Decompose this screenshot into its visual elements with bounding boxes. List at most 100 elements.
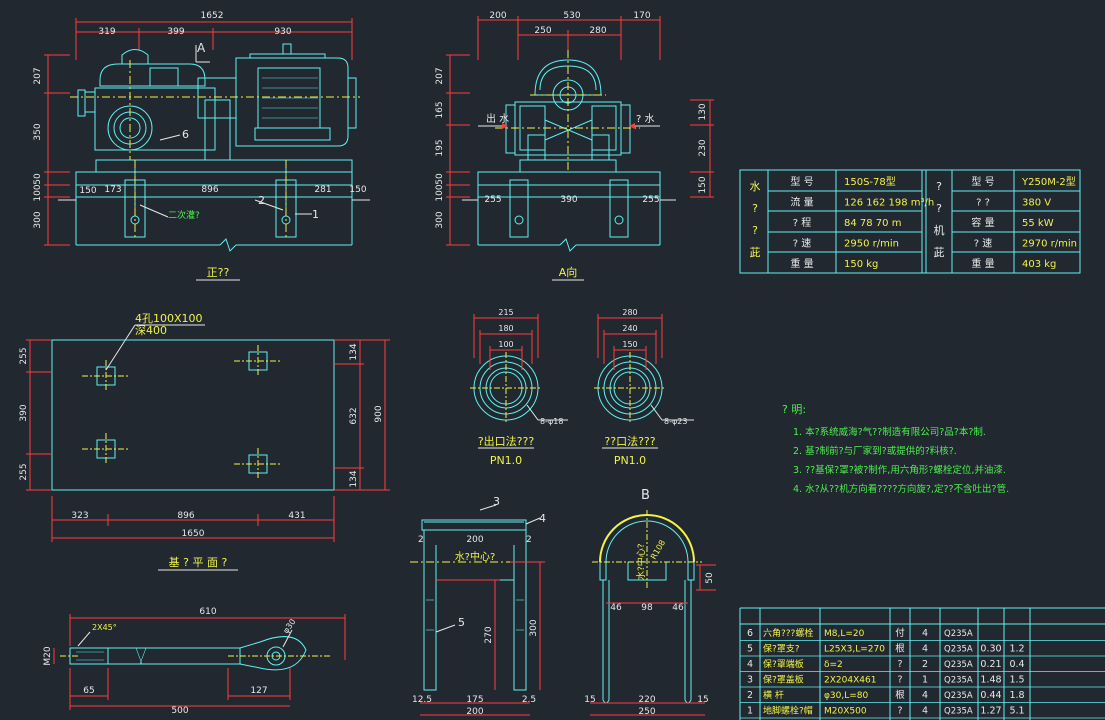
guard-callout-4: 4 [539, 512, 546, 525]
pump-spec-value: 150 kg [844, 259, 878, 270]
section-dim-46l: 46 [610, 603, 622, 613]
motor-spec-label: ? 速 [974, 238, 993, 250]
pump-spec-label: 型 号 [790, 175, 813, 188]
section-dim-250: 250 [638, 707, 655, 717]
dim-plan-bottom-1: 323 [71, 511, 88, 521]
part-spec: φ30,L=80 [824, 691, 869, 701]
inlet-flange-label: ??口法??? [604, 434, 655, 448]
bolt-dim-610: 610 [199, 607, 216, 617]
guard-callout-5: 5 [458, 616, 465, 629]
pump-spec-label: 重 量 [790, 257, 813, 270]
dim-plan-left-3: 255 [19, 463, 29, 480]
spec-table [739, 169, 1081, 274]
hole-depth: 深400 [135, 324, 167, 337]
part-unit: 根 [895, 643, 905, 655]
part-material: Q235A [944, 660, 973, 670]
dim-side-200: 200 [489, 11, 506, 21]
section-dim-15l: 15 [584, 695, 595, 705]
dim-base-3: 896 [201, 185, 218, 195]
bolt-chamfer: 2X45° [92, 623, 117, 632]
callout-1: 1 [312, 208, 319, 221]
pump-spec-label: 流 量 [790, 196, 813, 209]
note-2: 2. 基?制前?与厂家到?或提供的?料核?. [793, 445, 957, 457]
anchor-bolt-detail [53, 614, 346, 710]
part-spec: 2X204X461 [824, 676, 876, 686]
hole-note: 4孔100X100 [135, 312, 203, 325]
motor-spec-label: 型 号 [971, 175, 994, 188]
guard-dim-175: 175 [466, 695, 483, 705]
motor-spec-value: 2970 r/min [1022, 239, 1077, 250]
motor-spec-value: Y250M-2型 [1021, 175, 1076, 188]
notes-block: ? 明: 1. 本?系统威海?气??制造有限公司?品?本?制. 2. 基?制前?… [782, 403, 1009, 495]
dim-base-5: 150 [349, 185, 366, 195]
dim-front-left-1: 207 [33, 67, 43, 84]
dim-front-b: 399 [167, 27, 184, 37]
part-no: 4 [747, 659, 753, 670]
part-name: 地脚螺栓?帽 [763, 705, 813, 717]
part-qty: 4 [922, 628, 928, 639]
guard-dim-125: 12.5 [412, 695, 432, 705]
section-dim-50: 50 [705, 572, 715, 584]
part-material: Q235A [944, 707, 973, 717]
dim-outlet-2: 180 [498, 324, 513, 333]
part-spec: δ=2 [824, 660, 843, 670]
part-unit: 付 [895, 628, 905, 639]
dim-inlet-1: 280 [622, 308, 637, 317]
pump-spec-label: ? 速 [793, 238, 812, 250]
part-name: 六角???螺栓 [763, 627, 813, 639]
pump-header-char: ? [752, 224, 758, 237]
part-total-weight: 1.8 [1009, 690, 1024, 701]
pump-spec-value: 126 162 198 m³/h [844, 198, 934, 209]
pump-spec-value: 150S-78型 [844, 175, 896, 188]
grout-label: 二次灌? [168, 209, 200, 221]
dim-plan-right-3: 134 [349, 470, 359, 487]
part-unit-weight: 0.21 [980, 659, 1001, 670]
section-dim-46r: 46 [672, 603, 684, 613]
part-qty: 1 [922, 675, 928, 686]
dim-side-right-3: 150 [698, 176, 708, 193]
pump-header-char: 水 [750, 180, 761, 193]
section-radius: R108 [649, 538, 667, 561]
part-qty: 4 [922, 706, 928, 717]
section-dim-15r: 15 [697, 695, 708, 705]
inlet-label: ? 水 [636, 113, 655, 125]
dim-side-base-3: 255 [642, 195, 659, 205]
dim-plan-bottom-total: 1650 [182, 529, 205, 539]
dim-plan-right-2: 632 [349, 407, 359, 424]
inlet-flange-pn: PN1.0 [614, 454, 646, 467]
dim-front-a: 319 [98, 27, 115, 37]
guard-dim-25: 2.5 [522, 695, 536, 705]
motor-spec-label: 容 量 [971, 216, 994, 229]
section-dim-98: 98 [641, 603, 653, 613]
dim-side-left-1: 207 [435, 67, 445, 84]
note-3: 3. ??基保?罩?被?制作,用六角形?螺栓定位,并油漆. [793, 464, 1006, 476]
motor-spec-value: 55 kW [1022, 218, 1054, 229]
part-qty: 4 [922, 644, 928, 655]
motor-spec-value: 380 V [1022, 198, 1051, 209]
dim-side-base-1: 255 [484, 195, 501, 205]
section-inner-label: 水?中心? [635, 543, 647, 580]
pump-spec-value: 84 78 70 m [844, 218, 901, 229]
dim-side-250: 250 [534, 26, 551, 36]
dim-side-530: 530 [563, 11, 580, 21]
dim-front-left-5: 300 [33, 211, 43, 228]
motor-spec-label: 重 量 [971, 257, 994, 270]
part-qty: 2 [922, 659, 928, 670]
part-total-weight: 1.5 [1009, 675, 1024, 686]
flange-outlet [470, 314, 568, 449]
part-no: 5 [747, 644, 753, 655]
dim-plan-left-2: 390 [19, 404, 29, 421]
part-material: Q235A [944, 691, 973, 701]
dim-plan-bottom-3: 431 [288, 511, 305, 521]
motor-header-char: 茈 [934, 246, 945, 259]
foundation-plan [26, 324, 390, 571]
dim-inlet-3: 150 [622, 340, 637, 349]
dim-side-base-2: 390 [560, 195, 577, 205]
part-total-weight: 1.2 [1009, 644, 1024, 655]
motor-header-char: ? [936, 202, 942, 215]
dim-base-4: 281 [314, 185, 331, 195]
motor-spec-label: ? ? [976, 198, 990, 209]
guard-centerline-label: 水?中心? [455, 550, 496, 563]
part-unit-weight: 1.48 [980, 675, 1001, 686]
